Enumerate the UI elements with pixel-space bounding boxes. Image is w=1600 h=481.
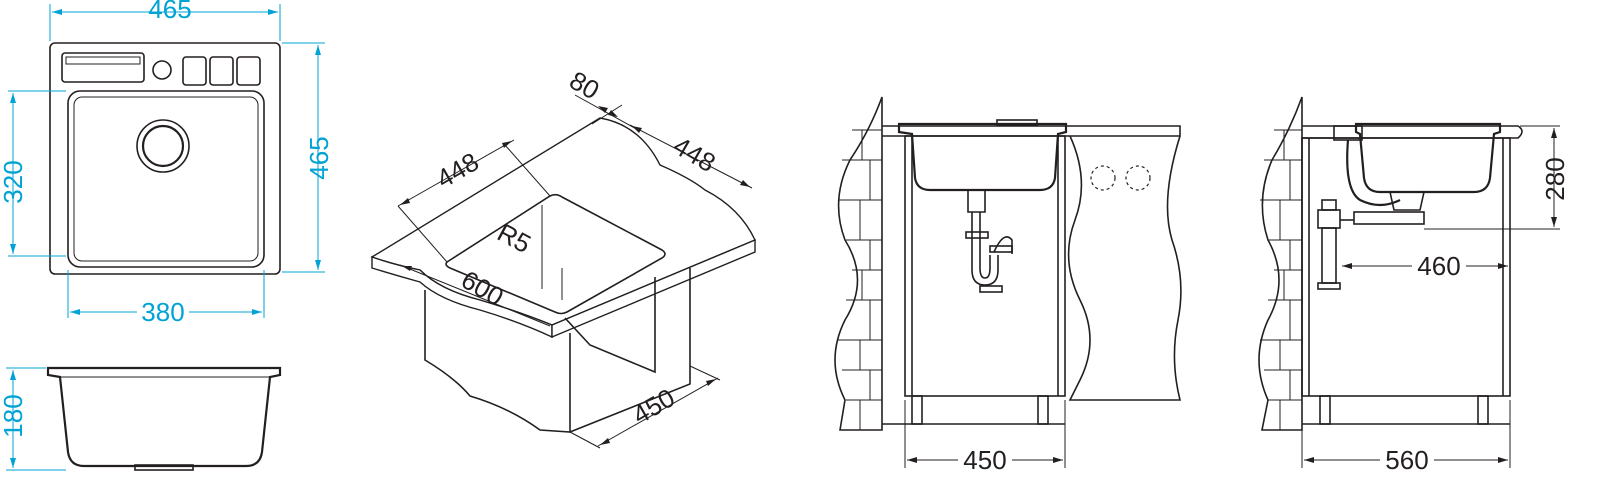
dim-cabinet-depth: 560 [1385, 445, 1428, 475]
side-view: 280 460 560 [1258, 96, 1570, 475]
brick-wall [834, 96, 883, 431]
drain-inner [141, 124, 185, 168]
drainer-tray [61, 52, 145, 83]
section-view: 180 [0, 366, 282, 471]
brick-wall-side [1258, 96, 1303, 431]
accessory-slot-3 [236, 56, 261, 86]
dim-section-height: 180 [0, 394, 28, 437]
side-cabinet [1301, 137, 1511, 397]
dim-cutout-width: 448 [431, 146, 484, 194]
dim-drain-offset: 460 [1417, 251, 1460, 281]
dim-cabinet: 450 [627, 382, 680, 430]
side-siphon [1317, 209, 1341, 229]
dim-front-width: 450 [963, 445, 1006, 475]
bowl-outline [67, 90, 265, 268]
drain-outer [136, 119, 190, 173]
bowl-section [46, 366, 282, 468]
dim-bowl-width: 380 [141, 297, 184, 327]
sink-cutout [445, 193, 666, 315]
dim-cutout-depth: 448 [668, 130, 721, 178]
base-cabinet [904, 135, 1066, 397]
sink-side [1354, 122, 1502, 194]
installation-view: 80 448 448 R5 600 450 [370, 65, 756, 449]
tap-hole [152, 60, 172, 80]
dim-top-width: 465 [148, 0, 191, 24]
dim-bowl-depth: 320 [0, 160, 28, 203]
top-view: 465 465 320 380 [0, 0, 334, 327]
sink-outline [49, 42, 281, 275]
adjacent-cabinet [1067, 135, 1182, 401]
dim-top-depth: 465 [304, 136, 334, 179]
sink-front [897, 122, 1068, 192]
overflow-hose [1346, 139, 1401, 207]
dim-side-height: 280 [1540, 157, 1570, 200]
siphon [971, 212, 999, 286]
dim-edge: 80 [564, 65, 604, 105]
accessory-slot-2 [209, 56, 234, 86]
front-view: 450 [834, 96, 1182, 475]
accessory-slot-1 [182, 56, 207, 86]
